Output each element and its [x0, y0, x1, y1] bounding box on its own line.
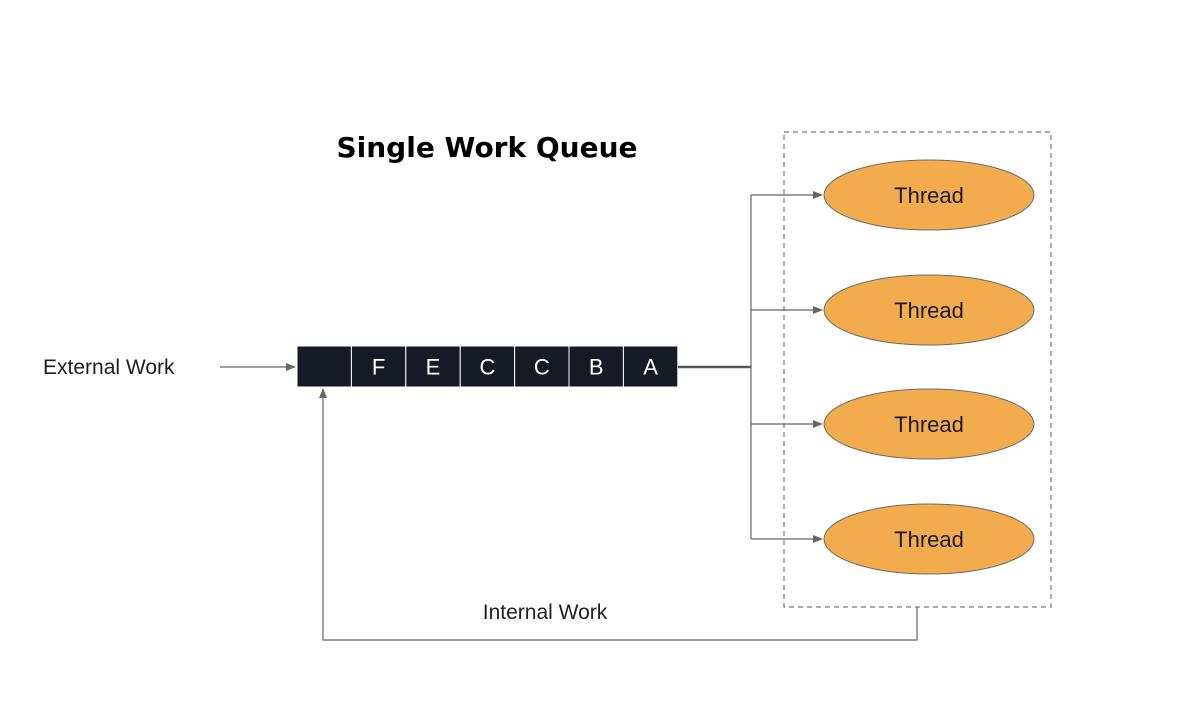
thread-label: Thread	[894, 298, 964, 323]
thread-node	[823, 159, 1035, 231]
thread-label: Thread	[894, 412, 964, 437]
queue-cell	[405, 345, 461, 388]
queue-cell-label: E	[426, 355, 441, 380]
internal-work-label: Internal Work	[483, 601, 608, 624]
queue-cell-label: B	[589, 355, 604, 380]
thread-node	[823, 503, 1035, 575]
queue-cell	[622, 345, 679, 388]
thread-node	[823, 388, 1035, 460]
queue-cell-label: A	[643, 355, 658, 380]
queue-cell	[459, 345, 516, 388]
queue-cell-label: C	[534, 355, 550, 380]
queue-cell-label: F	[372, 355, 385, 380]
queue-cell	[350, 345, 407, 388]
thread-node	[823, 274, 1035, 346]
queue-cell	[296, 345, 352, 388]
queue-cell	[514, 345, 570, 388]
thread-label: Thread	[894, 183, 964, 208]
diagram-title: Single Work Queue	[336, 131, 637, 164]
internal-work-loop-arrow	[319, 388, 918, 641]
queue-cell-label: C	[479, 355, 495, 380]
thread-label: Thread	[894, 527, 964, 552]
external-work-label: External Work	[43, 356, 175, 379]
